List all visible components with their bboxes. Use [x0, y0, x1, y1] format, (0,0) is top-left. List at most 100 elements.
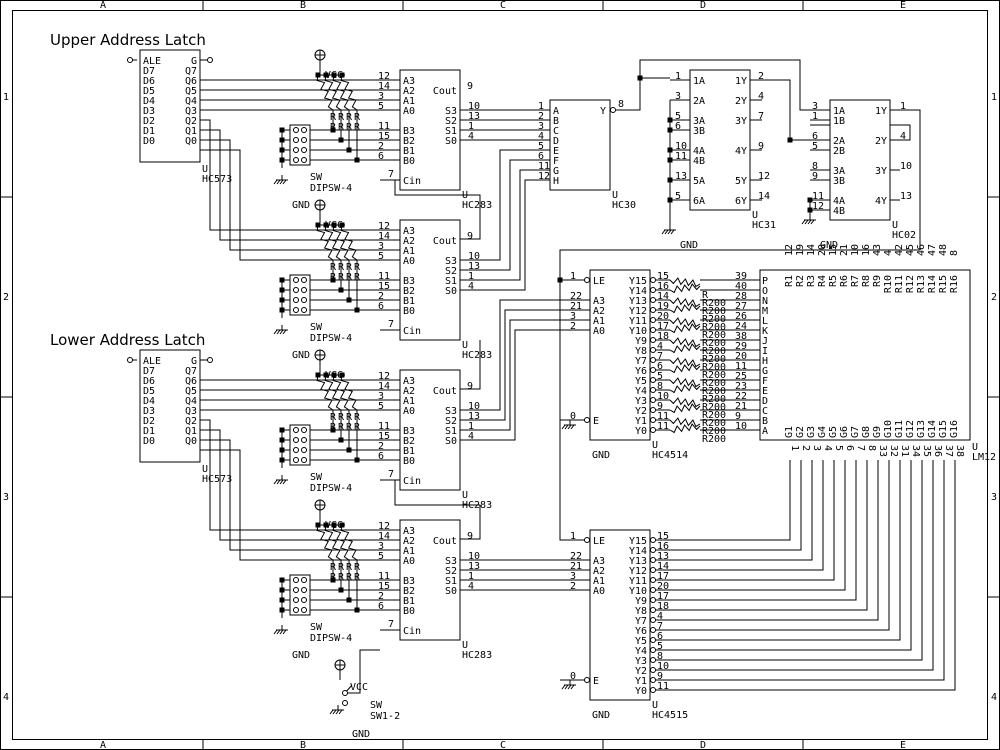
part-ref: U [652, 700, 658, 711]
pin-number: 5 [812, 141, 818, 152]
pin-number: 5 [378, 551, 384, 562]
ground-hatch [329, 709, 334, 715]
ground-hatch [664, 229, 669, 235]
pin-number: 11 [657, 421, 669, 432]
inversion-bubble [650, 337, 656, 343]
led-row-label: R14 [927, 275, 938, 293]
hc31-output-pin: 1Y [735, 76, 747, 87]
ground-hatch [279, 329, 284, 335]
pin-number: 20 [657, 581, 669, 592]
pin-number: 13 [468, 411, 480, 422]
junction-dot [667, 117, 673, 123]
frame-col-label: D [700, 740, 706, 750]
dip-contact [301, 147, 307, 153]
pin-number: 3 [570, 311, 576, 322]
hc30-input-pin: B [553, 116, 559, 127]
ground-hatch [279, 479, 284, 485]
decoder-output-pin: Y10 [629, 326, 647, 337]
hc30-input-pin: G [553, 166, 559, 177]
part-name: HC283 [462, 200, 492, 211]
resistor-zigzag [669, 363, 701, 374]
pin-number: 22 [570, 551, 582, 562]
part-name: HC283 [462, 500, 492, 511]
hc283-b-pin: B0 [403, 456, 415, 467]
led-row-label: R1 [784, 275, 795, 287]
decoder-input-pin: E [593, 676, 599, 687]
dip-switch [289, 124, 311, 166]
hc283-a-pin: A1 [403, 396, 415, 407]
q-to-a-wire [200, 439, 355, 551]
dip-contact [293, 587, 299, 593]
junction-dot [279, 587, 285, 593]
resistor-label: R [346, 122, 353, 133]
column-driver-wire [656, 460, 857, 601]
part-name: HC283 [462, 650, 492, 661]
decoder-output-pin: Y3 [635, 656, 647, 667]
hc31-input-pin: 4A [693, 146, 705, 157]
junction-dot [667, 197, 673, 203]
resistor-label: R [346, 262, 353, 273]
pin-number: 7 [657, 351, 663, 362]
hc283-s-pin: S1 [445, 426, 457, 437]
hc573-left-pin: ALE [143, 356, 161, 367]
pin-number: 17 [657, 571, 669, 582]
dip-contact [293, 427, 299, 433]
inversion-bubble [584, 677, 590, 683]
hc283-s-pin: S3 [445, 406, 457, 417]
frame-row-label: 3 [991, 492, 997, 503]
led-row-pin: K [762, 326, 768, 337]
part-name: HC4514 [652, 450, 688, 461]
resistor-label: R [346, 412, 353, 423]
pin-number: 8 [618, 99, 624, 110]
inversion-bubble [650, 367, 656, 373]
hc283-a-pin: A2 [403, 86, 415, 97]
junction-dot [667, 147, 673, 153]
resistor-label: R [354, 562, 361, 573]
hc283-adder [399, 369, 461, 491]
dip-contact [301, 597, 307, 603]
junction-dot [667, 127, 673, 133]
column-driver-wire [656, 460, 956, 691]
gnd-label: GND [680, 240, 698, 251]
decoder-output-pin: Y5 [635, 376, 647, 387]
pin-number: 1 [570, 531, 576, 542]
led-row-pin: O [762, 286, 768, 297]
resistor-label: R [338, 272, 345, 283]
hc283-cin-pin: Cin [403, 326, 421, 337]
pin-number: 16 [657, 281, 669, 292]
led-row-label: R13 [916, 275, 927, 293]
pin-number: 0 [570, 671, 576, 682]
dip-contact [301, 577, 307, 583]
hc30-nand [549, 99, 611, 191]
q-to-a-wire [200, 419, 355, 531]
led-bottom-number: 38 [954, 445, 965, 457]
pin-number: 2 [378, 291, 384, 302]
led-row-pin: H [762, 356, 768, 367]
dip-contact [293, 157, 299, 163]
pin-number: 4 [900, 131, 906, 142]
ground-hatch [567, 424, 572, 430]
hc283-a-pin: A1 [403, 96, 415, 107]
resistor-pin-number: 25 [735, 371, 747, 382]
decoder-output-pin: Y5 [635, 636, 647, 647]
led-top-number: 20 [817, 244, 828, 256]
resistor-pin-number: 23 [735, 381, 747, 392]
hc02-output-pin: 1Y [875, 106, 887, 117]
resistor-label: R200 [702, 354, 726, 365]
pin-number: 18 [657, 601, 669, 612]
hc283-s-pin: S1 [445, 576, 457, 587]
q-to-a-wire [200, 119, 355, 231]
led-top-number: 10 [850, 244, 861, 256]
decoder-output-pin: Y13 [629, 556, 647, 567]
vcc-symbol [334, 659, 346, 671]
hc283-s-pin: S1 [445, 276, 457, 287]
dip-contact [301, 307, 307, 313]
hc283-s-pin: S3 [445, 556, 457, 567]
part-ref: U [462, 190, 468, 201]
ground-hatch [276, 179, 281, 185]
hc283-b-pin: B3 [403, 426, 415, 437]
nand-out [639, 59, 810, 111]
pin-number: 14 [378, 381, 390, 392]
hc283-s-pin: S0 [445, 286, 457, 297]
pin-number: 14 [758, 191, 770, 202]
